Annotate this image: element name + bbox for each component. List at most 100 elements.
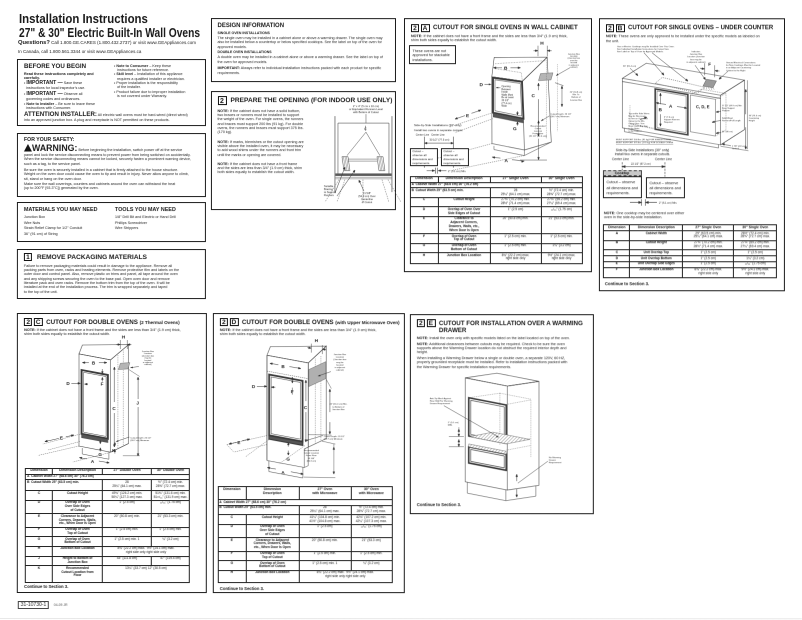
svg-text:F: F [101,382,104,387]
svg-text:Centerline: Centerline [361,197,373,201]
svg-text:2" (5.1 cm): 2" (5.1 cm) [448,422,459,424]
svg-text:Drawer: Drawer [549,459,556,462]
svg-text:Location: Location [336,356,345,359]
svg-text:Opening: Opening [501,85,511,88]
svg-text:30 1/2" (77.5 cm): 30 1/2" (77.5 cm) [429,137,449,141]
svg-text:for New Cooktops Must be Locat: for New Cooktops Must be Located [726,64,761,67]
svg-text:F: F [708,62,711,67]
svg-text:No Warming: No Warming [549,456,562,459]
svg-text:From Floor: From Floor [533,132,544,135]
svg-text:2" (5.1 cm) Min.: 2" (5.1 cm) Min. [659,201,677,205]
svg-text:27 1/2" (69.9 cm) Min.: 27 1/2" (69.9 cm) Min. [722,105,743,107]
svg-text:Inside: Inside [501,91,508,94]
svg-text:22 1/2" (57.2 cm): 22 1/2" (57.2 cm) [631,162,651,166]
svg-text:D: D [479,82,483,88]
svg-text:24" (61.0 cm) Min.: 24" (61.0 cm) Min. [329,404,347,406]
svg-text:E: E [237,440,240,445]
svg-text:D: D [67,381,71,386]
svg-text:C: C [304,405,308,410]
svg-text:G: G [513,126,517,132]
svg-text:to Bottom of: to Bottom of [332,406,344,409]
svg-text:From Floor: From Floor [306,455,317,458]
svg-text:D: D [252,384,256,389]
svg-text:Cutout Depth: 23 1/2": Cutout Depth: 23 1/2" [131,437,152,440]
svg-text:may be: may be [336,362,344,364]
svg-text:G: G [99,452,103,457]
svg-text:located: located [336,364,344,367]
svg-text:H: H [315,338,319,343]
svg-text:of Cutout: of Cutout [362,200,373,204]
svg-text:Min. To: Min. To [573,94,581,96]
svg-text:30 1/2": 30 1/2" [501,99,509,102]
svg-text:MIN.: MIN. [448,425,453,427]
svg-text:may be: may be [145,358,153,360]
svg-text:(59.7 cm) Minimum: (59.7 cm) Minimum [551,116,570,118]
svg-text:in adjacent: in adjacent [569,63,579,66]
svg-text:2" (5.1 cm) Min.: 2" (5.1 cm) Min. [448,169,466,173]
svg-text:to Trim an Oversized: to Trim an Oversized [628,117,648,120]
svg-text:Cutout Depth: 23 1/2": Cutout Depth: 23 1/2" [551,112,572,115]
svg-text:36" (91.4 cm): 36" (91.4 cm) [623,66,636,68]
svg-text:Center Line: Center Line [416,133,430,137]
svg-text:B: B [504,65,508,71]
svg-text:20" (50.8 cm): 20" (50.8 cm) [570,91,583,93]
svg-text:Height: Height [749,119,755,122]
svg-text:Junction Box: Junction Box [142,350,155,353]
svg-text:Cabinet to the Right: Cabinet to the Right [726,69,746,72]
svg-text:(Junction box: (Junction box [142,355,155,358]
svg-text:Bottom of: Bottom of [572,96,581,99]
svg-text:in adjacent cabinet): in adjacent cabinet) [686,61,705,64]
svg-text:Location (Junction: Location (Junction [687,56,706,59]
svg-text:MUST SUPPORT 200 lbs. (91 kg): MUST SUPPORT 200 lbs. (91 kg) FOR SINGLE… [616,139,672,141]
svg-text:(Junction box: (Junction box [333,359,347,362]
svg-text:C: C [113,406,117,411]
svg-text:Requirement: Requirement [549,461,562,464]
svg-text:B: B [659,107,663,112]
svg-text:Suitable: Suitable [324,184,334,188]
svg-text:May be Necessary: May be Necessary [628,115,646,118]
svg-text:located: located [145,359,153,362]
svg-text:Walls Must: Walls Must [501,93,513,96]
svg-text:Location: Location [144,353,153,356]
svg-text:Ground Electrical Connections: Ground Electrical Connections [726,61,756,64]
svg-text:box may be: box may be [690,59,702,61]
svg-text:Location: Location [570,54,579,57]
svg-text:cabinet): cabinet) [144,364,152,367]
svg-text:A: A [281,470,285,475]
svg-text:K: K [112,448,115,453]
svg-text:(Junction box: (Junction box [568,57,581,60]
svg-text:must be: must be [570,59,578,62]
svg-text:Junction Box: Junction Box [570,98,583,101]
svg-text:See Label on Top of Oven for A: See Label on Top of Oven for Approved Mo… [617,51,664,54]
svg-text:21 5/8": 21 5/8" [363,191,371,195]
svg-text:cabinet): cabinet) [336,369,344,372]
svg-text:Required: Required [664,121,673,124]
svg-text:Solid Wood: Solid Wood [722,118,733,120]
svg-text:B: B [281,364,285,369]
svg-text:to Support: to Support [324,190,336,194]
svg-text:(59.7 cm) Minimum: (59.7 cm) Minimum [324,439,343,441]
svg-text:2" x 4" (5 cm x 10 cm): 2" x 4" (5 cm x 10 cm) [353,104,379,108]
svg-text:C, D, E: C, D, E [696,104,710,109]
svg-text:(77.4 cm): (77.4 cm) [501,102,511,105]
svg-text:Platform: Platform [722,109,730,112]
svg-text:!: ! [27,147,29,153]
svg-text:Runners/Full Length: Runners/Full Length [722,119,742,122]
svg-text:B: B [92,361,96,366]
svg-text:Cutout to the Min.: Cutout to the Min. [628,120,645,123]
svg-text:in adjacent: in adjacent [335,366,346,369]
svg-text:Center Line: Center Line [431,133,445,137]
svg-text:cabinet): cabinet) [570,65,578,68]
svg-text:H: H [122,335,126,340]
svg-text:Rear Wall For Warming: Rear Wall For Warming [430,400,453,403]
svg-text:to the Sides: to the Sides [628,127,639,130]
svg-text:Recommended: Recommended [304,450,320,452]
svg-text:(31 1/2" [80.0 cm]): (31 1/2" [80.0 cm]) [529,135,547,137]
svg-text:Junction Box: Junction Box [568,52,581,55]
svg-text:Between: Between [501,88,511,91]
svg-text:Indicates: Indicates [692,50,702,53]
svg-text:Cutout Size. Trim: Cutout Size. Trim [628,122,644,125]
svg-text:Wide: Wide [501,105,507,108]
svg-text:Base Support: Base Support [722,107,735,110]
svg-text:Cutout Location: Cutout Location [304,452,320,455]
